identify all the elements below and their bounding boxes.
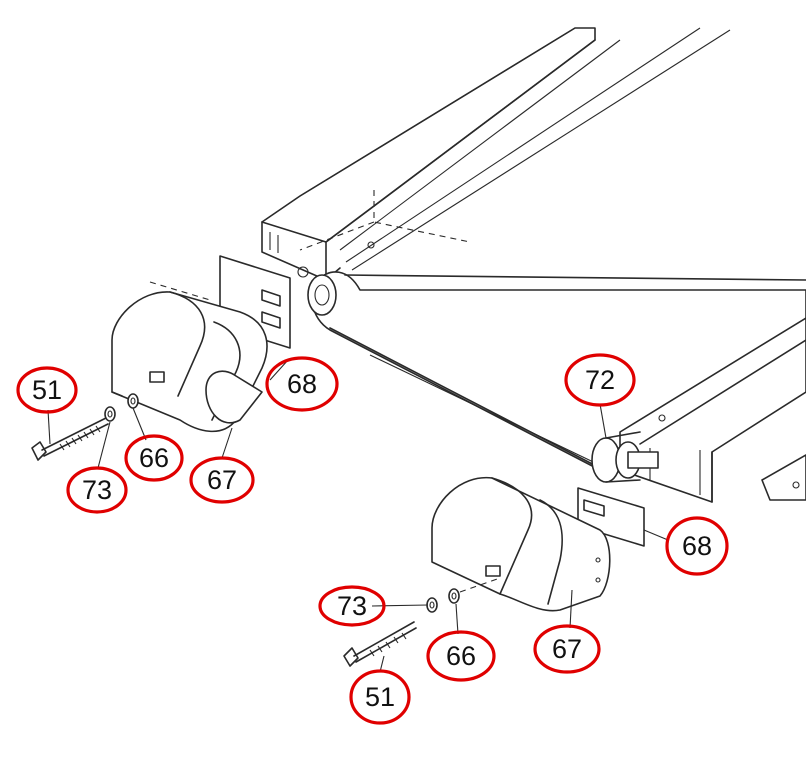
callout-label: 66 (446, 641, 476, 671)
right-bracket-plate (577, 487, 645, 547)
callout-label: 68 (287, 369, 317, 399)
front-roller-end (307, 274, 337, 316)
callout-label: 66 (139, 443, 169, 473)
right-end-cover (431, 476, 611, 612)
right-flat-washer (448, 588, 460, 604)
right-lockwasher (426, 597, 438, 613)
callout-73-right: 73 (318, 585, 386, 627)
callout-label: 73 (337, 591, 367, 621)
rear-roller (591, 431, 659, 483)
callout-label: 51 (365, 682, 395, 712)
left-lockwasher (104, 406, 116, 422)
callout-label: 72 (585, 365, 615, 395)
left-end-cover (111, 291, 268, 433)
callout-label: 67 (552, 634, 582, 664)
callout-label: 51 (32, 375, 62, 405)
callout-68-left: 68 (265, 356, 339, 412)
left-frame-rail (261, 27, 731, 281)
callout-67-right: 67 (533, 624, 601, 674)
callout-68-right: 68 (665, 516, 729, 576)
callout-73-left: 73 (66, 466, 128, 514)
callout-label: 67 (207, 465, 237, 495)
callout-66-right: 66 (426, 630, 496, 682)
left-bolt (31, 417, 109, 461)
right-frame-rail (619, 317, 806, 503)
callout-66-left: 66 (124, 434, 184, 482)
callout-51-left: 51 (16, 366, 78, 414)
leader-lines (47, 359, 669, 673)
callout-label: 73 (82, 475, 112, 505)
callout-72: 72 (564, 353, 636, 407)
callout-67-left: 67 (189, 456, 255, 504)
callout-51-right: 51 (349, 669, 411, 725)
callout-label: 68 (682, 531, 712, 561)
left-flat-washer (127, 393, 139, 409)
right-bolt (343, 621, 417, 667)
right-assembly-axis (459, 577, 501, 593)
